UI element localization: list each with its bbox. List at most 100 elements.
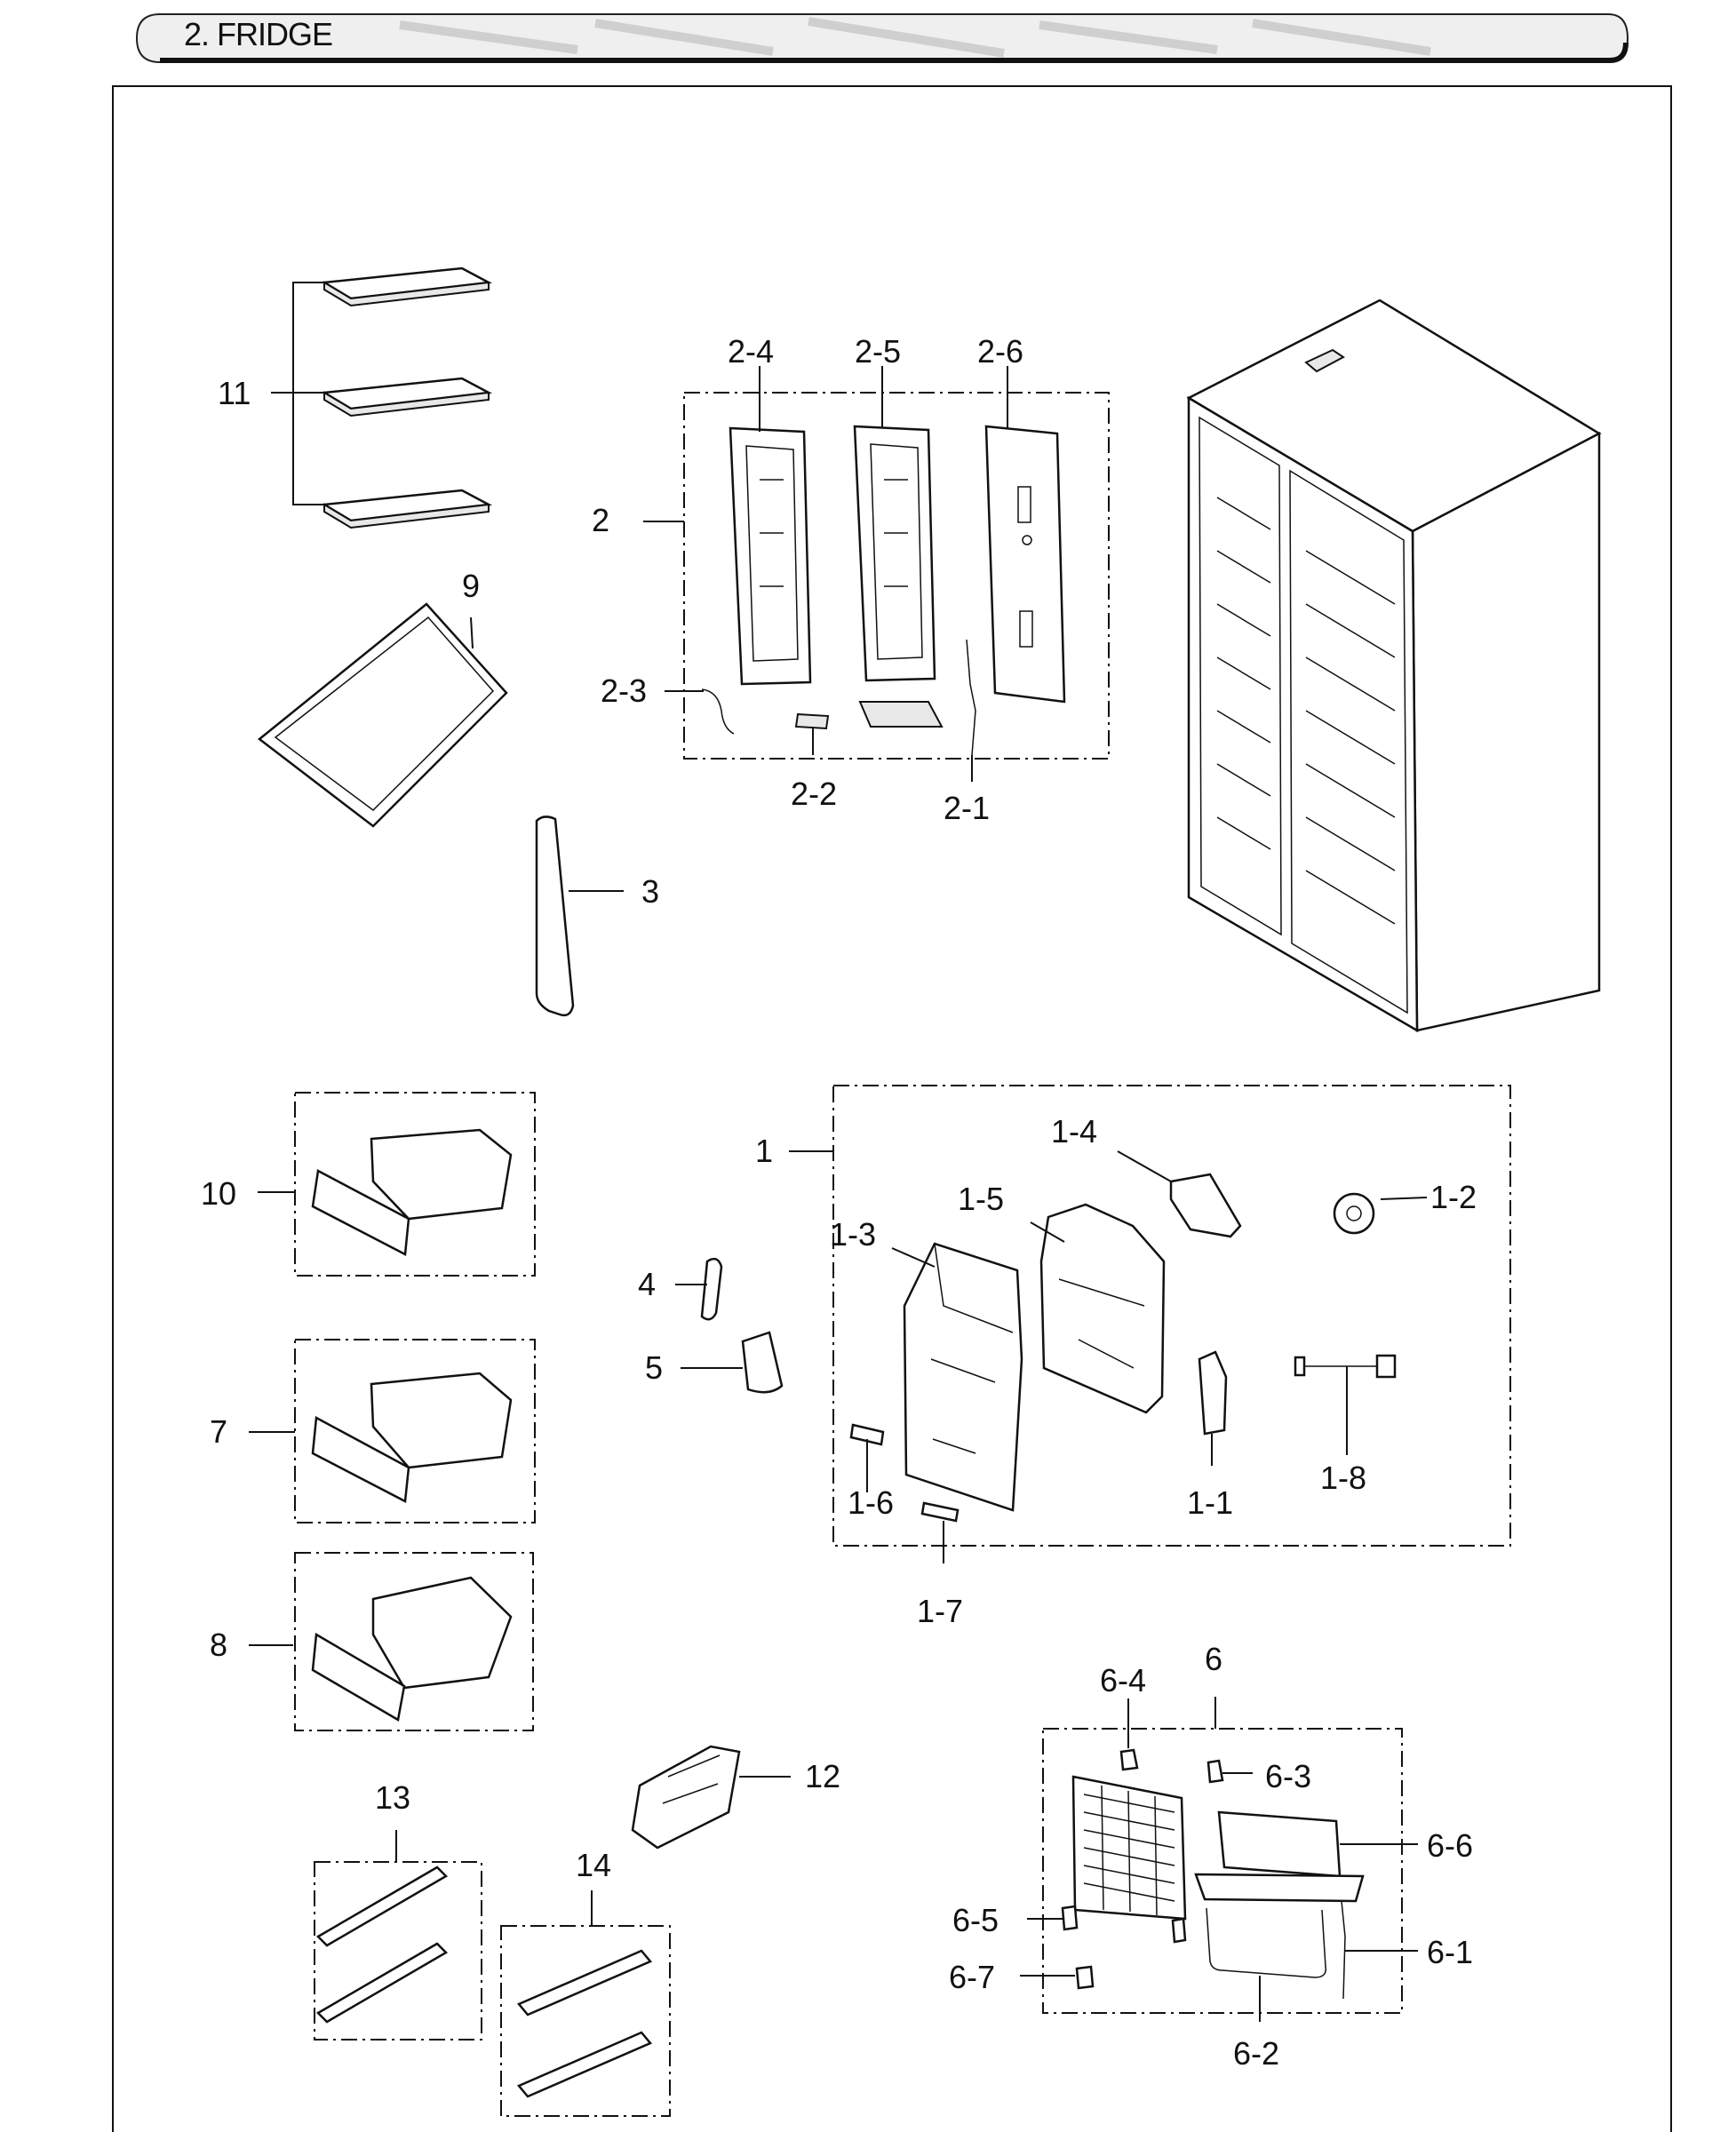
part-1-2-center xyxy=(1346,1205,1362,1221)
cover-hole xyxy=(1022,535,1032,545)
callout-1-3: 1-3 xyxy=(830,1216,876,1253)
callout-6-6: 6-6 xyxy=(1427,1827,1473,1864)
drawer-8-front xyxy=(311,1632,406,1722)
leader-1-2 xyxy=(1380,1197,1428,1200)
drawer-10-front xyxy=(311,1169,410,1256)
part-6-6-tray xyxy=(1194,1873,1365,1903)
guide-14 xyxy=(516,1949,653,2098)
shelf-lower-edge xyxy=(323,503,490,529)
section-title: 2. FRIDGE xyxy=(184,16,333,52)
drawer-7-front xyxy=(311,1416,410,1503)
evaporator-fins xyxy=(1083,1785,1175,1916)
fridge-cabinet xyxy=(1186,298,1602,1033)
guide-14-upper xyxy=(516,1949,653,2017)
callout-7: 7 xyxy=(210,1413,227,1450)
part-1-8 xyxy=(1294,1354,1397,1455)
callout-14: 14 xyxy=(576,1847,611,1883)
panel-front-detail xyxy=(930,1243,1014,1454)
part-1-7-shape xyxy=(920,1501,960,1523)
callout-6: 6 xyxy=(1205,1641,1222,1677)
cabinet-front xyxy=(1187,395,1419,1033)
case-right xyxy=(853,425,936,682)
group-box-1 xyxy=(832,1085,1511,1547)
part-2-2 xyxy=(794,712,830,730)
part-6-5-shape-b xyxy=(1171,1917,1187,1944)
bar-part xyxy=(535,815,575,1017)
callout-2-2: 2-2 xyxy=(791,776,837,812)
cabinet-rails xyxy=(1216,497,1396,925)
part-5-shape xyxy=(741,1331,784,1394)
leader-9 xyxy=(470,617,474,649)
shelf-middle-edge xyxy=(323,391,490,418)
part-1-8-plug-a xyxy=(1294,1356,1306,1377)
case-right-detail xyxy=(870,443,923,660)
callout-3: 3 xyxy=(641,873,659,910)
callout-1-8: 1-8 xyxy=(1320,1460,1366,1496)
part-6-4 xyxy=(1119,1698,1139,1771)
callout-6-5: 6-5 xyxy=(952,1902,999,1938)
callout-6-4: 6-4 xyxy=(1100,1662,1146,1698)
callout-5: 5 xyxy=(645,1349,663,1386)
part-12 xyxy=(631,1745,791,1850)
part-4-shape xyxy=(700,1257,723,1321)
case-2-4 xyxy=(729,366,812,686)
case-right-cover xyxy=(858,701,944,728)
wire-2-3 xyxy=(701,688,735,735)
case-left-detail xyxy=(745,445,799,662)
case-2-5 xyxy=(853,366,944,728)
part-6-7 xyxy=(1020,1965,1095,1990)
cabinet-freezer-opening xyxy=(1289,469,1408,1014)
shelf-group-11 xyxy=(271,266,493,529)
panel-rear xyxy=(1039,1203,1166,1414)
callout-12: 12 xyxy=(805,1758,840,1794)
group-box-2 xyxy=(683,392,1110,760)
cover-slot-b xyxy=(1019,610,1033,648)
panel-1-5 xyxy=(1030,1203,1166,1414)
part-1-2-shape xyxy=(1333,1192,1375,1235)
callout-13: 13 xyxy=(375,1779,410,1816)
callout-1-2: 1-2 xyxy=(1430,1179,1477,1215)
drawer-7-bin xyxy=(370,1372,513,1469)
callout-1-7: 1-7 xyxy=(917,1593,963,1629)
group-box-14 xyxy=(500,1925,671,2117)
group-box-13 xyxy=(314,1861,482,2041)
part-1-1 xyxy=(1198,1350,1228,1466)
part-6-3-shape xyxy=(1206,1759,1224,1784)
callout-6-2: 6-2 xyxy=(1233,2035,1279,2072)
leader-11 xyxy=(271,282,324,505)
part-6-1 xyxy=(1341,1900,1418,2000)
drawer-8 xyxy=(311,1576,513,1722)
part-6-7-shape xyxy=(1075,1965,1095,1990)
part-1-6-shape xyxy=(849,1423,885,1446)
part-1-4 xyxy=(1117,1150,1242,1238)
cover-sheet xyxy=(984,425,1066,704)
callout-1-5: 1-5 xyxy=(958,1181,1004,1217)
callout-10: 10 xyxy=(201,1175,236,1212)
cabinet-fridge-opening xyxy=(1198,416,1282,936)
shelf-upper-edge xyxy=(323,281,490,307)
callout-2-4: 2-4 xyxy=(728,333,774,370)
heater-6-2 xyxy=(1206,1907,1326,1978)
part-1-8-plug-b xyxy=(1375,1354,1397,1379)
wire-2-1 xyxy=(966,639,976,756)
diagram-frame xyxy=(112,85,1672,2132)
callout-11: 11 xyxy=(218,375,251,411)
guide-13-upper xyxy=(315,1866,449,1947)
glass-shelf-9 xyxy=(257,602,508,828)
callout-6-3: 6-3 xyxy=(1265,1758,1311,1794)
case-left xyxy=(729,426,812,686)
guide-13-lower xyxy=(315,1942,449,2024)
group-box-10 xyxy=(294,1092,536,1277)
callout-1-6: 1-6 xyxy=(848,1484,894,1521)
parts-2-1-2-2-2-3 xyxy=(665,639,976,782)
group-box-6 xyxy=(1042,1728,1403,2014)
part-4 xyxy=(675,1257,723,1321)
glass-shelf-inner xyxy=(274,616,495,811)
part-6-6-shape xyxy=(1217,1810,1342,1878)
part-6-5 xyxy=(1027,1905,1187,1944)
evaporator-6 xyxy=(1071,1775,1187,1921)
part-1-7 xyxy=(920,1501,960,1563)
callout-1-4: 1-4 xyxy=(1051,1113,1097,1150)
part-6-3 xyxy=(1206,1759,1253,1784)
cabinet-top-fitting xyxy=(1304,348,1345,373)
